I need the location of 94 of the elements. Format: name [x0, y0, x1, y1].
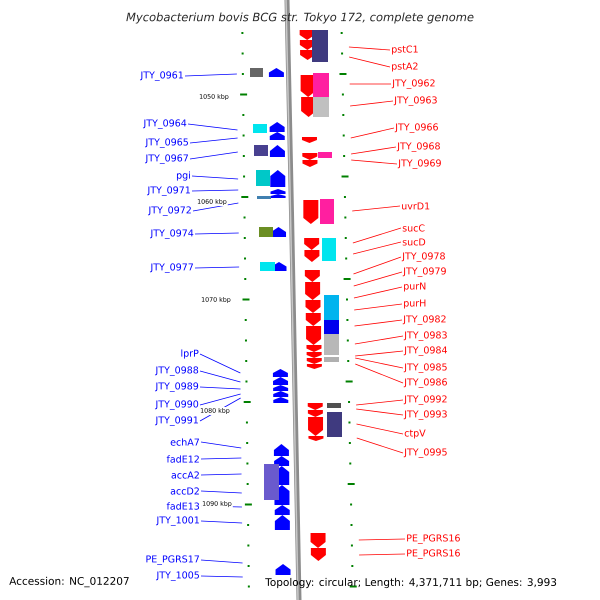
leader-line — [200, 474, 242, 476]
leader-line — [200, 576, 244, 578]
gene-label: JTY_0993 — [404, 410, 447, 420]
leader-line — [350, 160, 398, 164]
gene-label: JTY_0968 — [396, 142, 440, 152]
leader-line — [353, 272, 402, 286]
gene-label: JTY_0963 — [394, 96, 437, 106]
leader-line — [200, 560, 243, 564]
leader-line — [356, 408, 404, 416]
gene-label: purH — [404, 300, 426, 308]
genome-info-text: Topology: circular; Length: 4,371,711 bp; Genes: 3,993 — [265, 578, 556, 588]
gene-label: JTY_0964 — [142, 119, 186, 129]
gene-label: accD2 — [170, 487, 199, 495]
gene-label: pstC1 — [392, 45, 418, 55]
leader-line — [356, 424, 404, 434]
title: Mycobacterium bovis BCG str. Tokyo 172, complete genome — [126, 12, 474, 24]
gene-label: JTY_0985 — [404, 363, 447, 373]
gene-label: JTY_0984 — [404, 346, 447, 356]
gene-label: JTY_0969 — [398, 159, 441, 169]
leader-line — [184, 74, 238, 76]
leader-line — [188, 124, 238, 130]
leader-line — [348, 56, 390, 68]
gene-label: JTY_0989 — [154, 382, 198, 392]
leader-line — [350, 100, 394, 106]
gene-label: JTY_0971 — [146, 186, 190, 196]
leader-line — [358, 538, 406, 540]
leader-line — [200, 386, 241, 390]
gene-label: JTY_0966 — [394, 123, 438, 133]
gene-label: PE_PGRS17 — [146, 555, 199, 565]
leader-line — [354, 358, 404, 368]
leader-line — [192, 190, 239, 192]
leader-line — [194, 266, 240, 268]
gene-label: JTY_0986 — [404, 378, 447, 388]
leader-line — [194, 232, 240, 234]
gene-label: pgi — [176, 171, 190, 181]
leader-line — [350, 128, 394, 138]
leader-line — [352, 242, 402, 254]
gene-label: JTY_1001 — [156, 516, 199, 526]
gene-label: JTY_0991 — [154, 416, 198, 426]
leader-line — [353, 256, 402, 274]
gene-label: JTY_1005 — [156, 571, 199, 581]
leader-line — [348, 46, 390, 50]
gene-label: JTY_0974 — [150, 229, 194, 239]
leader-line — [192, 202, 239, 212]
gene-label: sucD — [402, 238, 426, 246]
leader-line — [354, 350, 404, 356]
gene-label: echA7 — [170, 438, 199, 446]
leader-line — [200, 442, 242, 448]
gene-label: JTY_0982 — [402, 315, 446, 325]
leader-line — [350, 146, 396, 154]
leader-line — [354, 286, 402, 298]
gene-label: JTY_0962 — [392, 79, 435, 89]
accession-text: Accession: NC_012207 — [9, 576, 129, 588]
gene-label: JTY_0990 — [154, 400, 198, 410]
gene-label: JTY_0995 — [404, 448, 447, 458]
leader-line — [200, 354, 241, 374]
leader-line — [356, 438, 404, 454]
gene-label: uvrD1 — [402, 202, 430, 210]
leader-line — [358, 554, 406, 556]
leader-line — [354, 304, 402, 310]
leader-line — [354, 320, 402, 326]
leader-line — [352, 228, 402, 244]
gene-label: JTY_0979 — [402, 267, 446, 277]
leader-line — [352, 206, 400, 212]
leader-line — [356, 400, 404, 406]
leader-line — [200, 394, 241, 406]
leader-line — [200, 490, 242, 494]
gene-label: JTY_0967 — [144, 154, 188, 164]
gene-label: lprP — [181, 349, 198, 359]
gene-label: accA2 — [172, 471, 199, 479]
leader-line — [354, 364, 404, 384]
leader-line — [192, 176, 238, 180]
leader-line — [200, 520, 242, 524]
gene-label: JTY_0965 — [144, 138, 188, 148]
gene-label: JTY_0977 — [150, 263, 193, 273]
gene-label: PE_PGRS16 — [407, 534, 460, 544]
gene-label: JTY_0983 — [404, 331, 447, 341]
leader-line — [200, 458, 242, 460]
gene-label: sucC — [402, 224, 425, 232]
gene-label: PE_PGRS16 — [407, 549, 460, 559]
gene-label: fadE12 — [166, 455, 199, 463]
gene-label: purN — [404, 282, 426, 292]
gene-label: fadE13 — [166, 502, 200, 510]
gene-label: JTY_0978 — [402, 252, 445, 262]
leader-line — [354, 336, 404, 344]
gene-label: JTY_0972 — [148, 206, 191, 216]
gene-label: JTY_0992 — [404, 395, 447, 405]
leader-line — [190, 152, 238, 160]
leader-line — [200, 370, 241, 382]
gene-label: JTY_0961 — [140, 71, 183, 81]
gene-label: ctpV — [404, 430, 426, 438]
leader-line — [190, 138, 238, 144]
gene-label: JTY_0988 — [154, 366, 198, 376]
gene-label: pstA2 — [392, 62, 418, 72]
